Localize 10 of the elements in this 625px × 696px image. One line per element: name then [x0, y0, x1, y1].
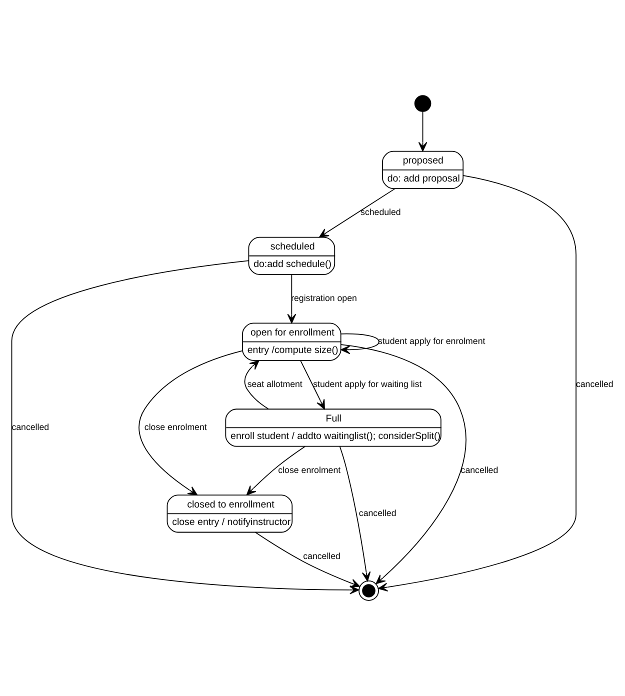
edge-label: student apply for waiting list [313, 378, 422, 389]
edge-label: cancelled [358, 508, 396, 518]
edge-label: cancelled [303, 550, 340, 561]
edge-label: registration open [291, 293, 357, 304]
edge-label: seat allotment [247, 378, 302, 389]
edge-label: cancelled [12, 422, 50, 432]
edge-label: close enrolment [144, 422, 207, 432]
edge-label: cancelled [460, 464, 498, 475]
edge-label: close enrolment [278, 464, 341, 475]
edge-label: scheduled [360, 207, 401, 218]
